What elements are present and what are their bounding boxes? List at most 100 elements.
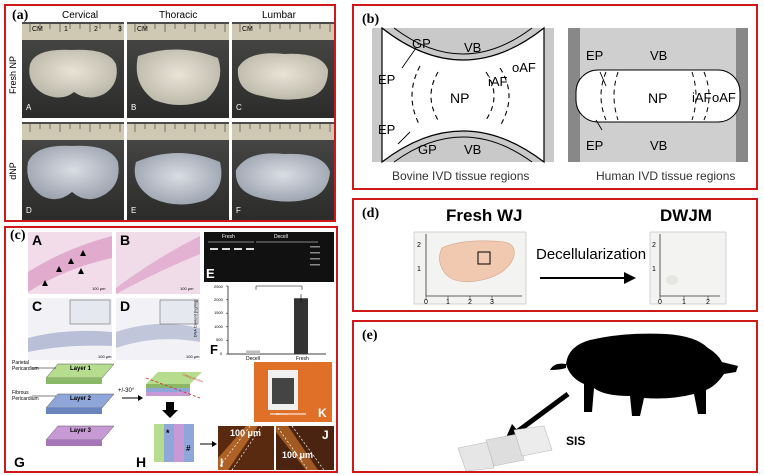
- h-mark-star: *: [166, 428, 170, 438]
- ruler-left-x-1: 1: [446, 299, 450, 306]
- human-vb-top: VB: [650, 48, 668, 63]
- histology-d: [116, 298, 200, 360]
- ruler-left-y-1: 1: [417, 266, 421, 273]
- histology-c: [28, 298, 112, 360]
- dwjm-title: DWJM: [660, 206, 712, 225]
- scale-bar-j: 100 μm: [282, 450, 314, 460]
- chart-f-frame: [227, 285, 326, 355]
- panel-c-graphics: [28, 232, 334, 471]
- panel-a: (a) Cervical Thoracic Lumbar Fresh NP dN…: [4, 4, 336, 222]
- panel-d: (d) Fresh WJ DWJM Decellularization 0 1 …: [352, 198, 758, 312]
- tissue-label-fibrous: Fibrous Pericardium: [12, 390, 39, 402]
- panel-c-label: (c): [10, 228, 26, 243]
- panel-d-graphics: [413, 231, 727, 305]
- micrograph-i: [218, 425, 274, 471]
- h-mark-hash: #: [186, 444, 191, 453]
- layer-label-1: Layer 1: [70, 366, 92, 372]
- ruler-right-y-2: 2: [652, 242, 656, 249]
- ruler-number-3: 3: [118, 26, 122, 33]
- gel-e: [204, 232, 334, 282]
- human-oaf: oAF: [712, 90, 736, 105]
- disc-photo-grid: [22, 22, 334, 220]
- subpanel-letter-f: F: [210, 342, 218, 357]
- layer-diagram-g: [32, 363, 115, 446]
- chart-f-bars: [226, 285, 308, 355]
- ruler-right-y-1: 1: [652, 266, 656, 273]
- ruler-left-x-0: 0: [424, 299, 428, 306]
- row-label-fresh-np: Fresh NP: [8, 55, 19, 95]
- panel-c: (c): [4, 226, 338, 473]
- scale-bar-a: 100 μm: [92, 286, 106, 291]
- subpanel-letter-b: B: [120, 232, 131, 248]
- histology-b: [116, 232, 200, 294]
- bovine-gp-bottom: GP: [418, 142, 437, 157]
- panel-e-label: (e): [362, 328, 378, 343]
- tile-letter-d: D: [26, 206, 32, 215]
- bovine-np: NP: [450, 90, 470, 106]
- human-vb-bottom: VB: [650, 138, 668, 153]
- bovine-ivd-diagram: [372, 26, 554, 164]
- bovine-oaf: oAF: [512, 60, 536, 75]
- panel-a-label: (a): [12, 8, 29, 23]
- subpanel-letter-d: D: [120, 298, 131, 314]
- ruler-label-c: CM: [242, 26, 253, 33]
- scale-bar-b: 100 μm: [180, 286, 194, 291]
- row-label-dnp: dNP: [7, 162, 18, 180]
- gel-label-decell: Decell: [274, 234, 288, 240]
- layer-label-2: Layer 2: [70, 396, 92, 402]
- tile-letter-f: F: [236, 206, 241, 215]
- ruler-left-x-2: 2: [468, 299, 472, 306]
- chart-f-ylabel: DNA Content [ng/mg]: [192, 299, 198, 338]
- panel-d-label: (d): [362, 206, 380, 221]
- chart-f-ytick-2000: 2000: [214, 297, 223, 302]
- stacked-layers: [122, 372, 202, 418]
- chart-f-ytick-1500: 1500: [214, 310, 223, 315]
- fresh-wj-photo: [413, 231, 527, 305]
- photo-tile-e: [127, 122, 229, 220]
- ruler-left-x-3: 3: [490, 299, 494, 306]
- bovine-iaf: iAF: [488, 74, 508, 89]
- bar-fresh: [294, 298, 308, 354]
- histology-a: [28, 232, 112, 294]
- scale-bar-i: 100 μm: [230, 428, 262, 438]
- panel-e-graphics: [457, 333, 738, 471]
- human-ep-bottom: EP: [586, 138, 604, 153]
- column-label-lumbar: Lumbar: [262, 10, 296, 21]
- tile-letter-c: C: [236, 103, 242, 112]
- bovine-vb-bottom: VB: [464, 142, 482, 157]
- bovine-ep-top: EP: [378, 72, 396, 87]
- tile-letter-a: A: [26, 103, 32, 112]
- ruler-label-a: CM: [32, 26, 43, 33]
- human-iaf: iAF: [692, 90, 712, 105]
- micrograph-j: [276, 425, 334, 471]
- photo-tile-a: [22, 22, 124, 118]
- k-scale-label: 10.4 mm: [276, 412, 288, 416]
- ruler-number-2: 2: [94, 26, 98, 33]
- panel-b-label: (b): [362, 12, 380, 27]
- gel-label-fresh: Fresh: [222, 234, 235, 240]
- ruler-right-x-0: 0: [658, 299, 662, 306]
- bovine-gp-top: GP: [412, 36, 431, 51]
- dwjm-photo: [649, 231, 727, 305]
- pig-silhouette: [550, 333, 738, 416]
- bovine-vb-top: VB: [464, 40, 482, 55]
- photo-tile-d: [22, 122, 124, 220]
- subpanel-letter-k: K: [318, 406, 327, 420]
- subpanel-letter-e: E: [206, 266, 215, 281]
- sis-label: SIS: [566, 434, 586, 448]
- tile-letter-e: E: [131, 206, 137, 215]
- decellularization-label: Decellularization: [536, 246, 647, 263]
- subpanel-letter-a: A: [32, 232, 43, 248]
- column-label-cervical: Cervical: [62, 10, 99, 21]
- chart-f-ytick-500: 500: [216, 337, 223, 342]
- ruler-right-x-1: 1: [682, 299, 686, 306]
- subpanel-letter-j: J: [322, 428, 329, 442]
- photo-tile-f: [232, 122, 334, 220]
- scale-bar-c: 100 μm: [98, 354, 112, 359]
- human-ep-top: EP: [586, 48, 604, 63]
- ruler-left-y-2: 2: [417, 242, 421, 249]
- ruler-label-b: CM: [137, 26, 148, 33]
- bovine-caption: Bovine IVD tissue regions: [392, 169, 530, 183]
- photo-k: [254, 362, 332, 422]
- human-np: NP: [648, 90, 668, 106]
